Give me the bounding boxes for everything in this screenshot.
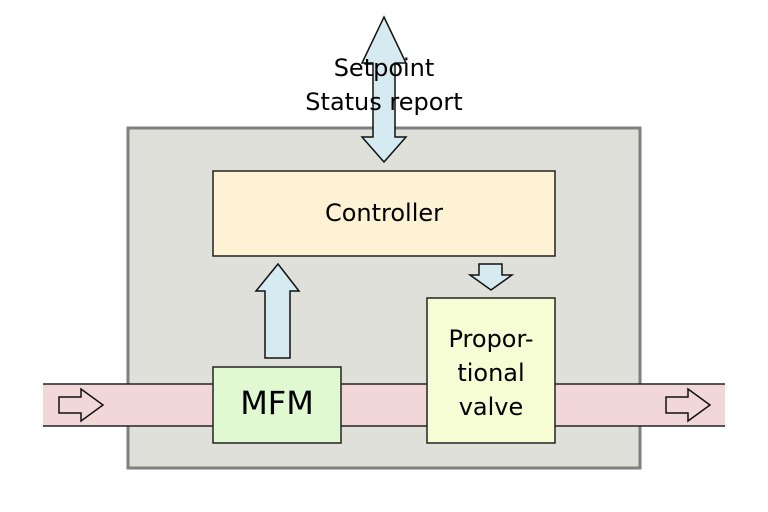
proportional-valve-block: Propor- tional valve [426,297,556,444]
communication-double-arrow-icon [360,15,408,164]
valve-label-line3: valve [459,393,524,421]
valve-label-line1: Propor- [449,325,534,353]
mfm-block: MFM [212,366,342,444]
measurement-up-arrow-icon [254,262,301,359]
flow-out-arrow-icon [665,387,712,423]
gas-pipe [43,383,725,427]
controller-block: Controller [212,170,556,257]
control-down-arrow-icon [467,263,515,291]
flow-in-arrow-icon [58,387,105,423]
status-report-label: Status report [305,88,462,116]
mfm-label: MFM [240,384,314,422]
controller-label: Controller [325,199,443,227]
setpoint-label: Setpoint [334,54,435,82]
valve-label-line2: tional [457,359,524,387]
